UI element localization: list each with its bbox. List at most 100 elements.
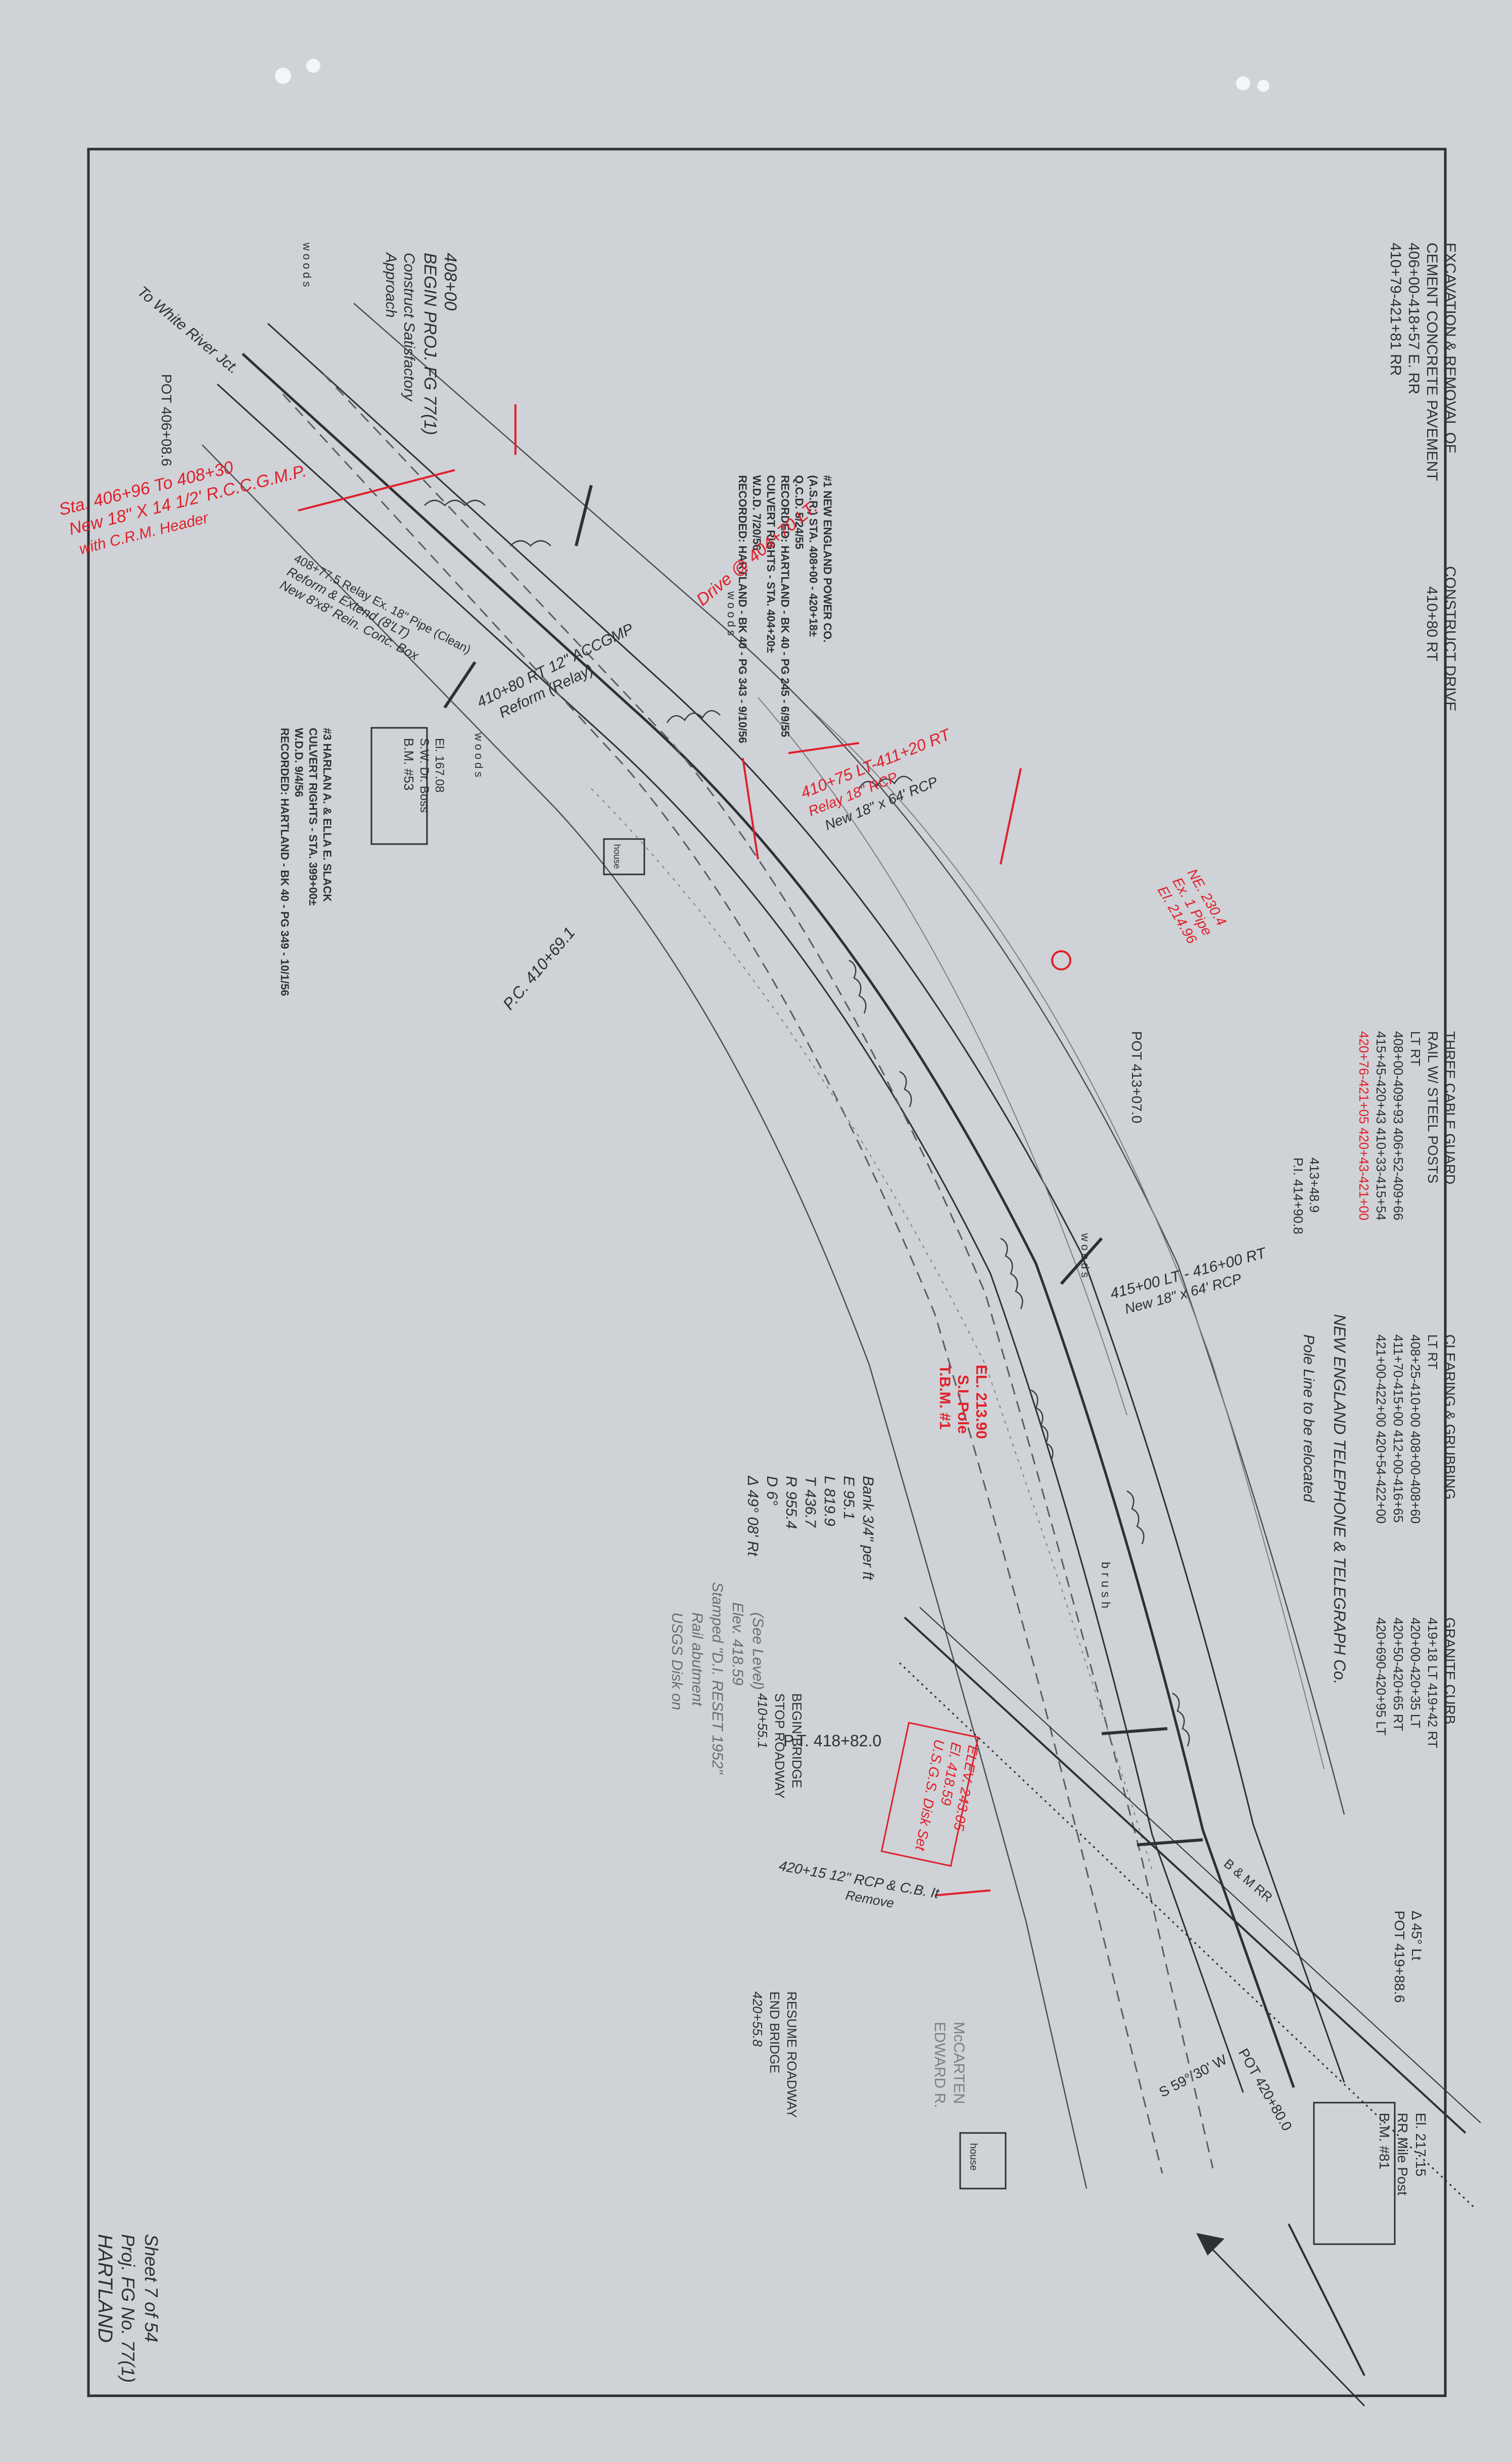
usgs-0: USGS Disk on [669,1612,685,1710]
pencil-curve-2 [758,697,1127,1416]
bm81-2: El. 217.15 [1413,2113,1429,2176]
curve-data-0: Δ 49° 08' Rt [744,1475,761,1557]
excavation-note-0: EXCAVATION & REMOVAL OF [1442,243,1458,453]
woods-label-3: woods [472,732,485,780]
mccarten-house [959,2132,1007,2190]
title-sheet: Sheet 7 of 54 [141,2234,162,2342]
clearing-2: 408+25-410+00 408+00-408+60 [1408,1334,1423,1523]
right-edge [267,322,1345,2083]
power-easement-0: #1 NEW ENGLAND POWER CO. [821,475,834,642]
red-markup [298,404,1071,1896]
curve-data-4: L 819.9 [821,1476,838,1526]
power-easement-3: RECORDED: HARTLAND - BK 40 - PG 245 - 6/… [779,475,791,737]
curve-data-5: E 95.1 [840,1476,857,1520]
title-project: Proj. FG No. 77(1) [118,2234,138,2383]
clearing-0: CLEARING & GRUBBING [1442,1334,1458,1500]
granite-curb-1: 419+18 LT 419+42 RT [1425,1617,1440,1748]
bm53-box: B.M. #53 S.W. Dr. Boss El. 167.08 [370,727,446,845]
begin-project-2: Construct Satisfactory [401,253,417,402]
guard-rail-3: 408+00-409+93 406+52-409+66 [1391,1031,1406,1220]
tbm-0: T.B.M. #1 [936,1365,953,1429]
granite-curb-0: GRANITE CURB [1442,1617,1458,1725]
construct-drive-0: CONSTRUCT DRIVE [1442,566,1458,712]
begin-project-1: BEGIN PROJ. FG 77(1) [420,253,440,435]
pot-419-0: POT 419+88.6 [1392,1911,1407,2003]
bm81-1: RR Mile Post [1395,2113,1410,2196]
guard-rail-5: 420+76-421+05 420+43-421+00 [1356,1031,1372,1220]
guard-rail-0: THREE CABLE GUARD [1442,1031,1458,1184]
house-2 [603,838,645,875]
granite-curb-4: 420+690-420+95 LT [1374,1617,1389,1736]
centerline [242,353,1295,2088]
woods-label-4: woods [1079,1233,1092,1281]
power-easement-4: CULVERT RIGHTS - STA. 404+20± [765,475,777,653]
punch-hole-right [1236,76,1250,90]
usgs-4: (See Level) [749,1612,766,1690]
end-bridge-0: 420+55.8 [750,1991,765,2047]
curve-data-6: Bank 3/4" per ft [860,1476,876,1581]
guard-rail-1: RAIL W/ STEEL POSTS [1425,1031,1441,1183]
harlan-easement-1: CULVERT RIGHTS - STA. 399+00± [307,728,319,906]
pole-line-label-2: Pole Line to be relocated [1300,1334,1317,1503]
begin-project-3: Approach [383,252,399,317]
power-easement-5: W.D.D. 7/20/56 [750,475,763,550]
pot-419-1: Δ 45° Lt [1409,1911,1425,1961]
pot-413: POT 413+07.0 [1129,1031,1145,1123]
guard-rail-4: 415+45-420+43 410+33-415+54 [1374,1031,1389,1220]
pole-line-label: NEW ENGLAND TELEPHONE & TELEGRAPH Co. [1331,1314,1349,1685]
bm53-2: El. 167.08 [433,738,446,793]
clearing-4: 421+00-422+00 420+54-422+00 [1374,1334,1389,1523]
bm81-0: B.M. #81 [1377,2113,1392,2169]
mccarten-0: EDWARD R. [931,2022,948,2108]
end-bridge-2: RESUME ROADWAY [784,1991,799,2118]
usgs-1: Rail abutment [689,1612,705,1707]
house-label-1: house [968,2143,979,2171]
left-edge [216,383,1244,2093]
row-line-left [202,444,1088,2189]
black-culverts [443,485,1203,1846]
guard-rail-2: LT RT [1408,1031,1423,1066]
curve-data-2: R 955.4 [783,1476,799,1529]
pt-418: P.T. 418+82.0 [783,1732,881,1750]
end-bridge-1: END BRIDGE [767,1991,782,2073]
brush-label: brush [1099,1562,1112,1612]
harlan-easement-0: #3 HARLAN A. & ELLA E. SLACK [321,728,334,902]
tbm-2: EL. 213.90 [973,1365,989,1439]
sheet-border [87,148,1447,2397]
woods-label-1: woods [301,242,313,290]
clearing-3: 411+70-415+00 412+00-416+65 [1391,1334,1406,1523]
tbm-1: S.I. Pole [955,1375,971,1434]
pole-line [591,788,1153,1871]
power-easement-2: Q.C.D. 5/24/55 [793,475,806,549]
begin-project-0: 408+00 [441,253,460,310]
bm81-box: B.M. #81 RR Mile Post El. 217.15 [1313,2102,1429,2245]
harlan-easement-2: W.D.D. 9/4/56 [293,728,305,797]
stop-roadway-1: STOP ROADWAY [772,1693,787,1799]
mccarten-1: McCARTEN [951,2022,967,2104]
punch-hole-left [275,68,291,84]
stop-roadway-2: BEGIN BRIDGE [789,1693,805,1788]
title-town: HARTLAND [94,2234,116,2343]
pot-406: POT 406+08.6 [159,374,174,466]
pencil-curve-1 [808,707,1325,1770]
pi-1: 413+48.9 [1307,1157,1322,1213]
curve-data-3: T 436.7 [802,1476,819,1528]
roadway-alignment [202,303,1345,2189]
power-easement-6: RECORDED: HARTLAND - BK 40 - PG 343 - 9/… [736,475,749,744]
bm53-1: S.W. Dr. Boss [417,738,431,813]
north-arrow-icon [1196,2233,1365,2407]
granite-curb-2: 420+00-420+35 LT [1408,1617,1423,1728]
curve-data-1: D 6° [764,1476,780,1506]
power-easement-1: (A.S.R.) STA. 408+00 - 420+18± [807,475,820,637]
red-pipe-marker [1051,950,1071,970]
excavation-note-3: 410+79-421+81 RR [1387,243,1404,376]
granite-curb-3: 420+50-420+65 RT [1391,1617,1406,1731]
old-road-right [322,373,1214,2169]
pi-0: P.I. 414+90.8 [1291,1157,1306,1234]
tree-lines [424,499,1190,1747]
usgs-3: Elev. 418.59 [729,1602,746,1686]
usgs-2: Stamped "D.I. RESET 1952" [709,1582,726,1775]
bm53-0: B.M. #53 [401,738,416,791]
stop-roadway-0: 410+55.1 [755,1693,770,1748]
